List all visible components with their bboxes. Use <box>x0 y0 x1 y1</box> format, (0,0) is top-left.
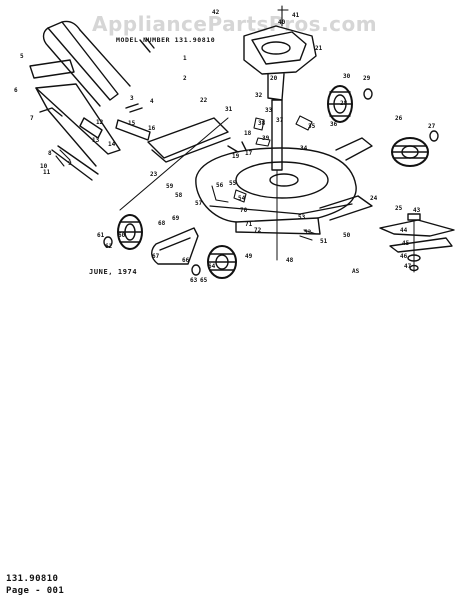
blade-assembly <box>379 213 455 273</box>
part-callout: 34 <box>300 145 308 152</box>
part-callout: 3 <box>130 95 134 102</box>
part-callout: 13 <box>92 137 100 144</box>
part-callout: 57 <box>195 200 203 207</box>
part-callout: 35 <box>308 123 316 130</box>
part-callout: 27 <box>428 123 436 130</box>
engine <box>243 5 317 261</box>
part-callout: 40 <box>278 19 286 26</box>
part-callout: 60 <box>118 232 126 239</box>
part-callout: 72 <box>254 227 262 234</box>
part-callout: 39 <box>262 135 270 142</box>
part-callout: 48 <box>286 257 294 264</box>
part-callout: 12 <box>96 119 104 126</box>
part-callout: 37 <box>276 117 284 124</box>
part-callout: 2 <box>183 75 187 82</box>
part-callout: 32 <box>255 92 263 99</box>
part-callout: 31 <box>225 106 233 113</box>
part-callout: 36 <box>330 121 338 128</box>
rear-wheel-upper <box>327 85 373 123</box>
part-callout: 10 <box>40 163 48 170</box>
part-callout: 8 <box>48 150 52 157</box>
part-callout: 42 <box>212 9 220 16</box>
part-callout: 25 <box>395 205 403 212</box>
part-callout: 61 <box>97 232 105 239</box>
footer-model-number: 131.90810 <box>6 574 59 584</box>
part-callout: 43 <box>413 207 421 214</box>
part-callout: 53 <box>298 214 306 221</box>
part-callout: 55 <box>229 180 237 187</box>
footer-page-number: Page - 001 <box>6 586 65 596</box>
part-callout: 67 <box>152 253 160 260</box>
wheel-cover <box>151 227 199 265</box>
watermark: AppliancePartsPros.com <box>92 12 378 36</box>
part-callout: 24 <box>370 195 378 202</box>
part-callout: 38 <box>258 120 266 127</box>
front-wheel-bottom <box>191 245 237 279</box>
part-callout: 46 <box>400 253 408 260</box>
part-callout: 69 <box>172 215 180 222</box>
part-callout: 15 <box>128 120 136 127</box>
part-callout: 14 <box>108 141 116 148</box>
part-callout: 64 <box>208 263 216 270</box>
part-callout: 11 <box>43 169 51 176</box>
rear-wheel-right <box>391 130 439 167</box>
model-number-label: MODEL NUMBER 131.90810 <box>116 36 216 44</box>
part-callout: 50 <box>343 232 351 239</box>
hardware-parts <box>55 115 317 241</box>
part-callout: 23 <box>150 171 158 178</box>
part-callout: 5 <box>20 53 24 60</box>
part-callout: 22 <box>200 97 208 104</box>
part-callout: 26 <box>395 115 403 122</box>
part-callout: 1 <box>183 55 187 62</box>
diagram-date: JUNE, 1974 <box>89 268 138 276</box>
part-callout: 54 <box>238 195 246 202</box>
part-callout: 4 <box>150 98 154 105</box>
handle-assembly <box>29 20 155 181</box>
part-callout: 70 <box>240 207 248 214</box>
part-callout: 45 <box>402 240 410 247</box>
part-callout: 21 <box>315 45 323 52</box>
part-callout: 17 <box>245 150 253 157</box>
part-callout: 65 <box>200 277 208 284</box>
part-callout: 33 <box>265 107 273 114</box>
part-callout: 49 <box>245 253 253 260</box>
part-callout: 30 <box>343 73 351 80</box>
front-wheel-left <box>103 214 143 250</box>
part-callout: 28 <box>340 100 348 107</box>
part-callout: 56 <box>216 182 224 189</box>
part-callout: 29 <box>363 75 371 82</box>
part-callout: 44 <box>400 227 408 234</box>
part-callout: 41 <box>292 12 300 19</box>
part-callout: 16 <box>148 125 156 132</box>
deflector-assembly <box>115 117 231 211</box>
part-callout: 9 <box>68 160 72 167</box>
part-callout: 52 <box>304 229 312 236</box>
part-callout: 63 <box>190 277 198 284</box>
mower-deck <box>195 137 373 235</box>
part-callout: 51 <box>320 238 328 245</box>
part-callout: 20 <box>270 75 278 82</box>
part-callout: 7 <box>30 115 34 122</box>
part-callout: 59 <box>166 183 174 190</box>
part-callout: 18 <box>244 130 252 137</box>
part-callout: 68 <box>158 220 166 227</box>
diagram-code: AS <box>352 268 360 275</box>
part-callout: 19 <box>232 153 240 160</box>
part-callout: 62 <box>105 243 113 250</box>
part-callout: 71 <box>245 221 253 228</box>
part-callout: 66 <box>182 257 190 264</box>
part-callout: 58 <box>175 192 183 199</box>
part-callout: 6 <box>14 87 18 94</box>
part-callout: 47 <box>404 263 412 270</box>
